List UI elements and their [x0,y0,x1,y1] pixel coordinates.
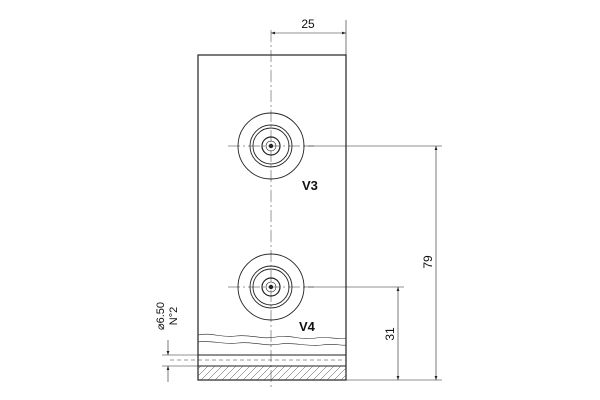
hatch-line [171,364,189,382]
hatch-line [207,366,223,380]
hatch-line [326,366,342,380]
hatch-line [228,366,244,380]
hatch-line [298,366,314,380]
hatch-line [277,366,293,380]
hatch-line [319,366,335,380]
hatch-line [291,366,307,380]
hatch-line [270,366,286,380]
hatch-line [157,364,175,382]
hatch-line [198,366,202,370]
hatch-line [249,366,265,380]
hatch-line [333,367,346,380]
dimension-top-width [271,20,347,55]
dimension-text-height-v3: 79 [421,255,435,269]
dimension-left-thickness [162,340,198,382]
hatch-line [374,364,392,382]
hatch-line [340,374,346,380]
side-note-number: N°2 [168,307,180,325]
port-label-v4: V4 [299,319,316,334]
hatch-line [235,366,251,380]
hatch-line [305,366,321,380]
hatch-line [164,364,182,382]
hatch-line [221,366,237,380]
hatch-line [353,364,371,382]
hatch-line [214,366,230,380]
hatch-line [312,366,328,380]
dimension-text-top-width: 25 [301,17,315,31]
hatch-line [198,366,209,377]
hatch-line [360,364,378,382]
port-v3 [228,112,314,180]
side-note-diameter: ⌀6.50 [155,302,167,330]
hatch-line [150,364,168,382]
port-label-v3: V3 [302,178,318,193]
break-line-lower [197,341,347,346]
dimension-text-height-v4: 31 [383,327,397,341]
hatch-line [284,366,300,380]
break-line [197,333,347,339]
hatch-line [178,364,196,382]
block-outline [197,54,347,381]
hatch-line [242,366,258,380]
hatch-line [367,364,385,382]
hatch-line [256,366,272,380]
hatch-line [200,366,216,380]
hatch-line [346,364,364,382]
